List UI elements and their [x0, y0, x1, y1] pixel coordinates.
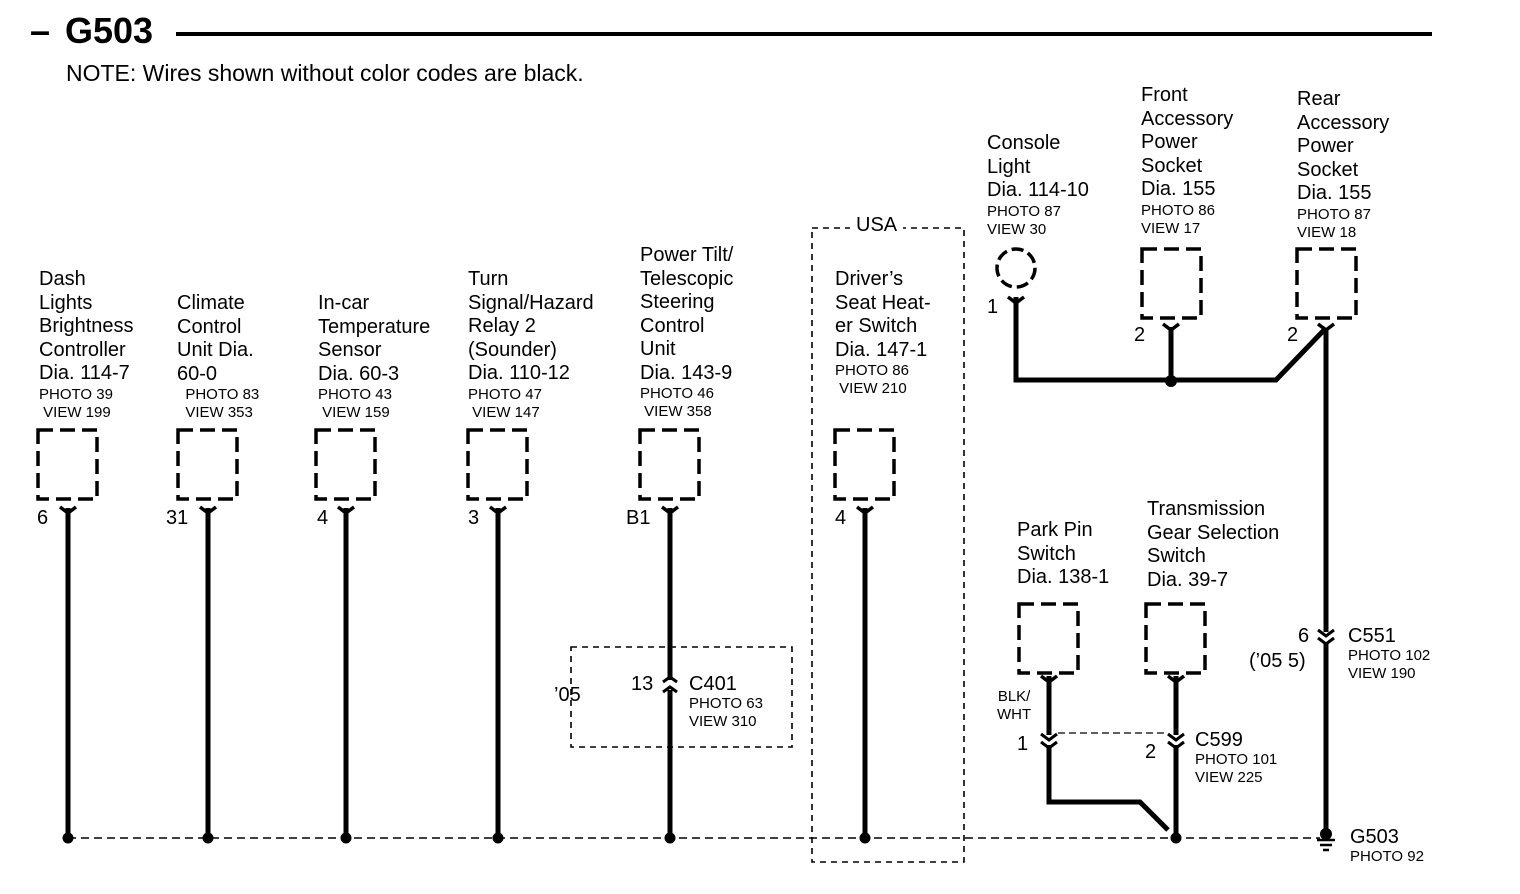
component-photo: PHOTO 43 VIEW 159: [318, 386, 392, 421]
component-name: In-car Temperature Sensor Dia. 60-3: [318, 292, 431, 385]
box-drivers-seat: [833, 428, 896, 501]
pin-label: 4: [835, 507, 847, 529]
wire-color-label: BLK/ WHT: [997, 688, 1032, 723]
title-dash: –: [30, 10, 51, 51]
year05-region-frame: [570, 646, 793, 748]
connector-photo: PHOTO 101 VIEW 225: [1195, 751, 1278, 786]
component-name: Driver’s Seat Heat- er Switch Dia. 147-1: [835, 268, 931, 361]
component-drivers-seat: Driver’s Seat Heat- er Switch Dia. 147-1…: [835, 268, 931, 398]
component-name: Front Accessory Power Socket Dia. 155: [1141, 84, 1234, 200]
component-name: Power Tilt/ Telescopic Steering Control …: [640, 244, 734, 384]
console-light-bulb: [995, 247, 1037, 289]
component-name: Transmission Gear Selection Switch Dia. …: [1147, 498, 1280, 591]
connector-photo: PHOTO 102 VIEW 190: [1348, 647, 1431, 682]
connector-photo: PHOTO 63 VIEW 310: [689, 695, 763, 730]
c599-connector: C599 PHOTO 101 VIEW 225: [1195, 730, 1277, 787]
pin-label: 2: [1134, 324, 1146, 346]
c551-variant: (’05 5): [1249, 650, 1306, 672]
pin-label: 1: [987, 296, 999, 318]
component-climate-control: Climate Control Unit Dia. 60-0 PHOTO 83 …: [177, 292, 259, 422]
usa-region-frame: [811, 227, 965, 863]
pin-label: B1: [626, 507, 651, 529]
component-photo: PHOTO 87 VIEW 18: [1297, 205, 1371, 241]
pin-label: 31: [166, 507, 189, 529]
component-rear-socket: Rear Accessory Power Socket Dia. 155 PHO…: [1297, 88, 1389, 242]
component-name: Climate Control Unit Dia. 60-0: [177, 292, 254, 385]
component-photo: PHOTO 87 VIEW 30: [987, 202, 1061, 238]
page-title: G503: [65, 10, 154, 51]
ground-photo: PHOTO 92: [1350, 848, 1424, 865]
component-photo: PHOTO 47 VIEW 147: [468, 385, 542, 421]
pin-label: 4: [317, 507, 329, 529]
component-photo: PHOTO 39 VIEW 199: [39, 385, 113, 421]
c551-pin: 6: [1298, 625, 1310, 647]
component-name: Console Light Dia. 114-10: [987, 132, 1089, 201]
ground-g503: G503 PHOTO 92: [1350, 827, 1424, 866]
box-power-tilt: [638, 428, 701, 501]
connector-name: C599: [1195, 729, 1243, 751]
component-console-light: Console Light Dia. 114-10 PHOTO 87 VIEW …: [987, 132, 1089, 239]
component-photo: PHOTO 46 VIEW 358: [640, 385, 714, 420]
box-in-car-temp: [314, 428, 377, 501]
usa-region-label: USA: [850, 215, 904, 235]
component-photo: PHOTO 86 VIEW 17: [1141, 201, 1215, 237]
component-park-pin: Park Pin Switch Dia. 138-1: [1017, 519, 1109, 590]
note-text: NOTE: Wires shown without color codes ar…: [66, 60, 584, 86]
box-turn-signal: [466, 428, 529, 501]
box-dash-lights: [36, 428, 99, 501]
pin-label: 2: [1145, 741, 1157, 763]
component-trans-gear: Transmission Gear Selection Switch Dia. …: [1147, 498, 1279, 592]
component-power-tilt: Power Tilt/ Telescopic Steering Control …: [640, 244, 733, 421]
component-front-socket: Front Accessory Power Socket Dia. 155 PH…: [1141, 84, 1233, 238]
component-name: Dash Lights Brightness Controller Dia. 1…: [39, 268, 134, 384]
box-park-pin: [1017, 602, 1080, 675]
component-in-car-temp: In-car Temperature Sensor Dia. 60-3 PHOT…: [318, 292, 430, 422]
pin-label: 2: [1287, 324, 1299, 346]
ground-name: G503: [1350, 826, 1399, 848]
component-name: Park Pin Switch Dia. 138-1: [1017, 519, 1110, 588]
box-rear-socket: [1295, 247, 1358, 320]
c401-pin: 13: [631, 673, 654, 695]
pin-label: 1: [1017, 733, 1029, 755]
component-dash-lights: Dash Lights Brightness Controller Dia. 1…: [39, 268, 134, 422]
component-name: Turn Signal/Hazard Relay 2 (Sounder) Dia…: [468, 268, 594, 384]
component-name: Rear Accessory Power Socket Dia. 155: [1297, 88, 1390, 204]
component-photo: PHOTO 86 VIEW 210: [835, 362, 909, 397]
box-climate-control: [176, 428, 239, 501]
year05-region-label: ’05: [554, 684, 581, 706]
connector-name: C401: [689, 673, 737, 695]
pin-label: 3: [468, 507, 480, 529]
pin-label: 6: [37, 507, 49, 529]
c551-connector: C551 PHOTO 102 VIEW 190: [1348, 626, 1430, 683]
component-photo: PHOTO 83 VIEW 353: [185, 386, 260, 421]
component-turn-signal: Turn Signal/Hazard Relay 2 (Sounder) Dia…: [468, 268, 594, 422]
box-front-socket: [1140, 247, 1203, 320]
c401-connector: C401 PHOTO 63 VIEW 310: [689, 674, 763, 731]
connector-name: C551: [1348, 625, 1396, 647]
box-trans-gear: [1144, 602, 1207, 675]
